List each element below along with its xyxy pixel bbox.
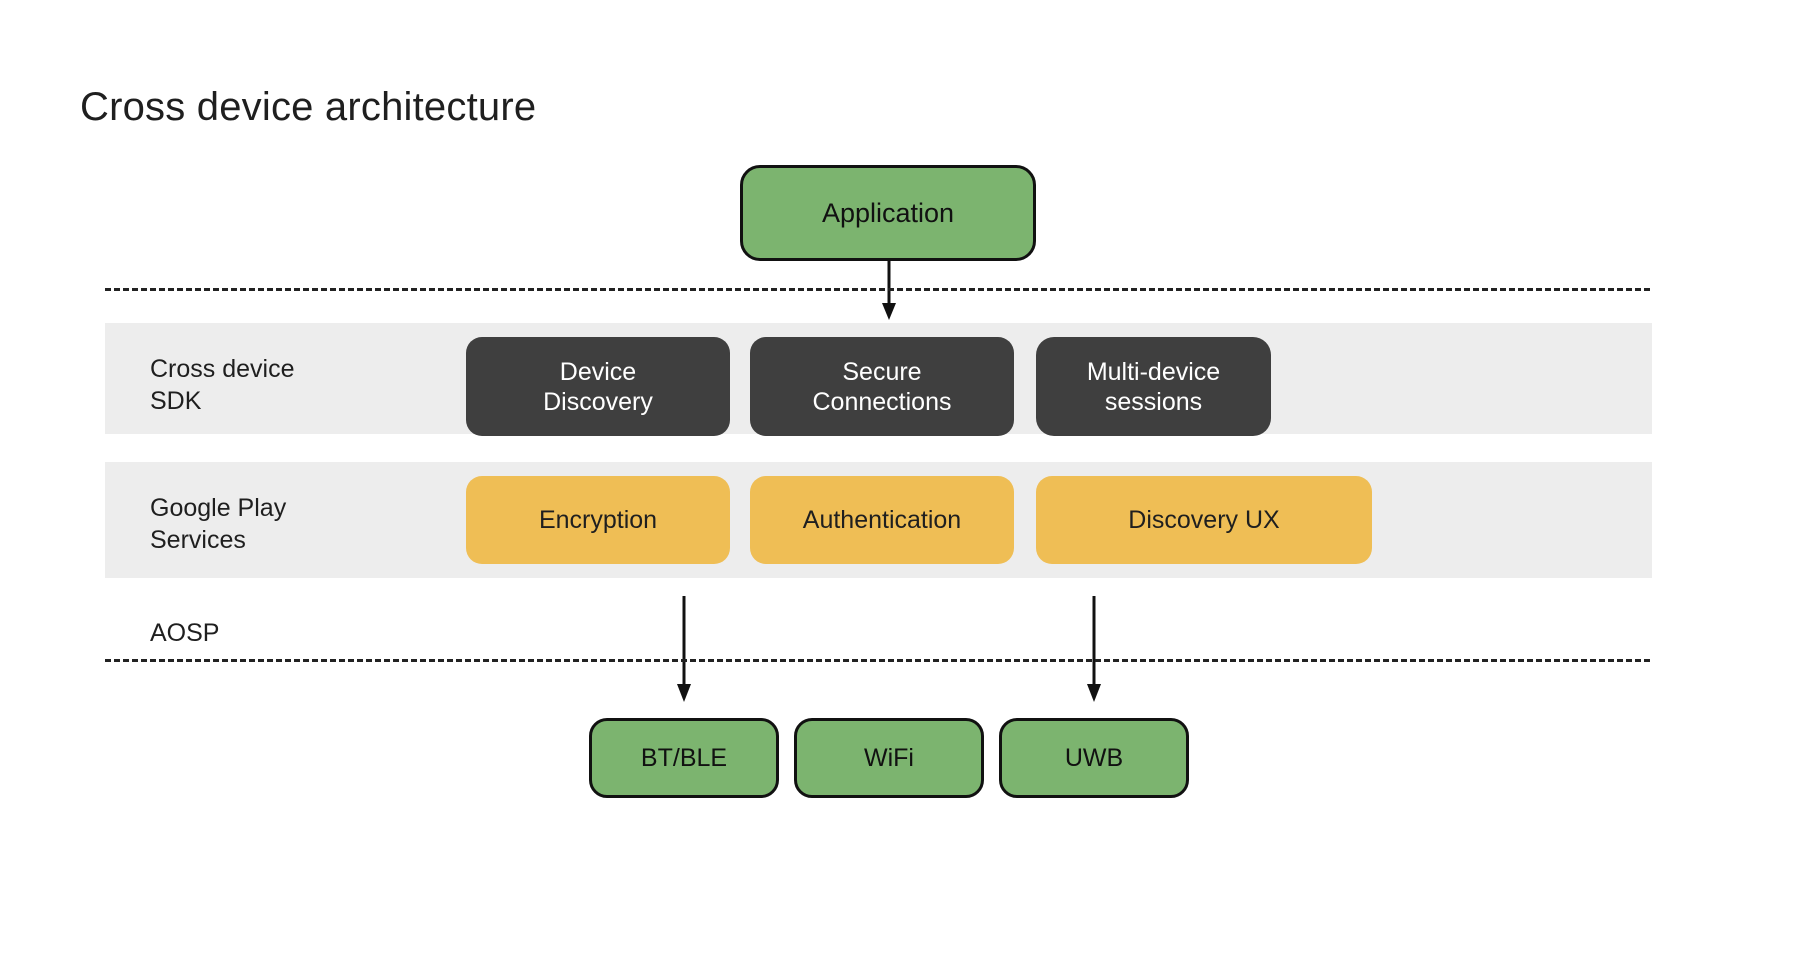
node-secure-connections[interactable]: Secure Connections: [750, 337, 1014, 436]
node-wifi[interactable]: WiFi: [794, 718, 984, 798]
arrow-application-to-sdk: [877, 258, 901, 322]
node-bt-ble[interactable]: BT/BLE: [589, 718, 779, 798]
node-discovery-ux[interactable]: Discovery UX: [1036, 476, 1372, 564]
layer-label-aosp: AOSP: [150, 619, 220, 647]
layer-label-google-play-services: Google Play Services: [150, 494, 287, 554]
node-uwb[interactable]: UWB: [999, 718, 1189, 798]
node-device-discovery[interactable]: Device Discovery: [466, 337, 730, 436]
boundary-line-app-sdk: [105, 288, 1650, 291]
page-title: Cross device architecture: [80, 85, 537, 129]
layer-label-cross-device-sdk: Cross device SDK: [150, 355, 295, 415]
arrow-discovery-ux-to-uwb: [1082, 596, 1106, 704]
node-encryption[interactable]: Encryption: [466, 476, 730, 564]
node-authentication[interactable]: Authentication: [750, 476, 1014, 564]
node-multi-device-sessions[interactable]: Multi-device sessions: [1036, 337, 1271, 436]
node-application[interactable]: Application: [740, 165, 1036, 261]
arrow-encryption-to-bt-ble: [672, 596, 696, 704]
boundary-line-aosp-transport: [105, 659, 1650, 662]
